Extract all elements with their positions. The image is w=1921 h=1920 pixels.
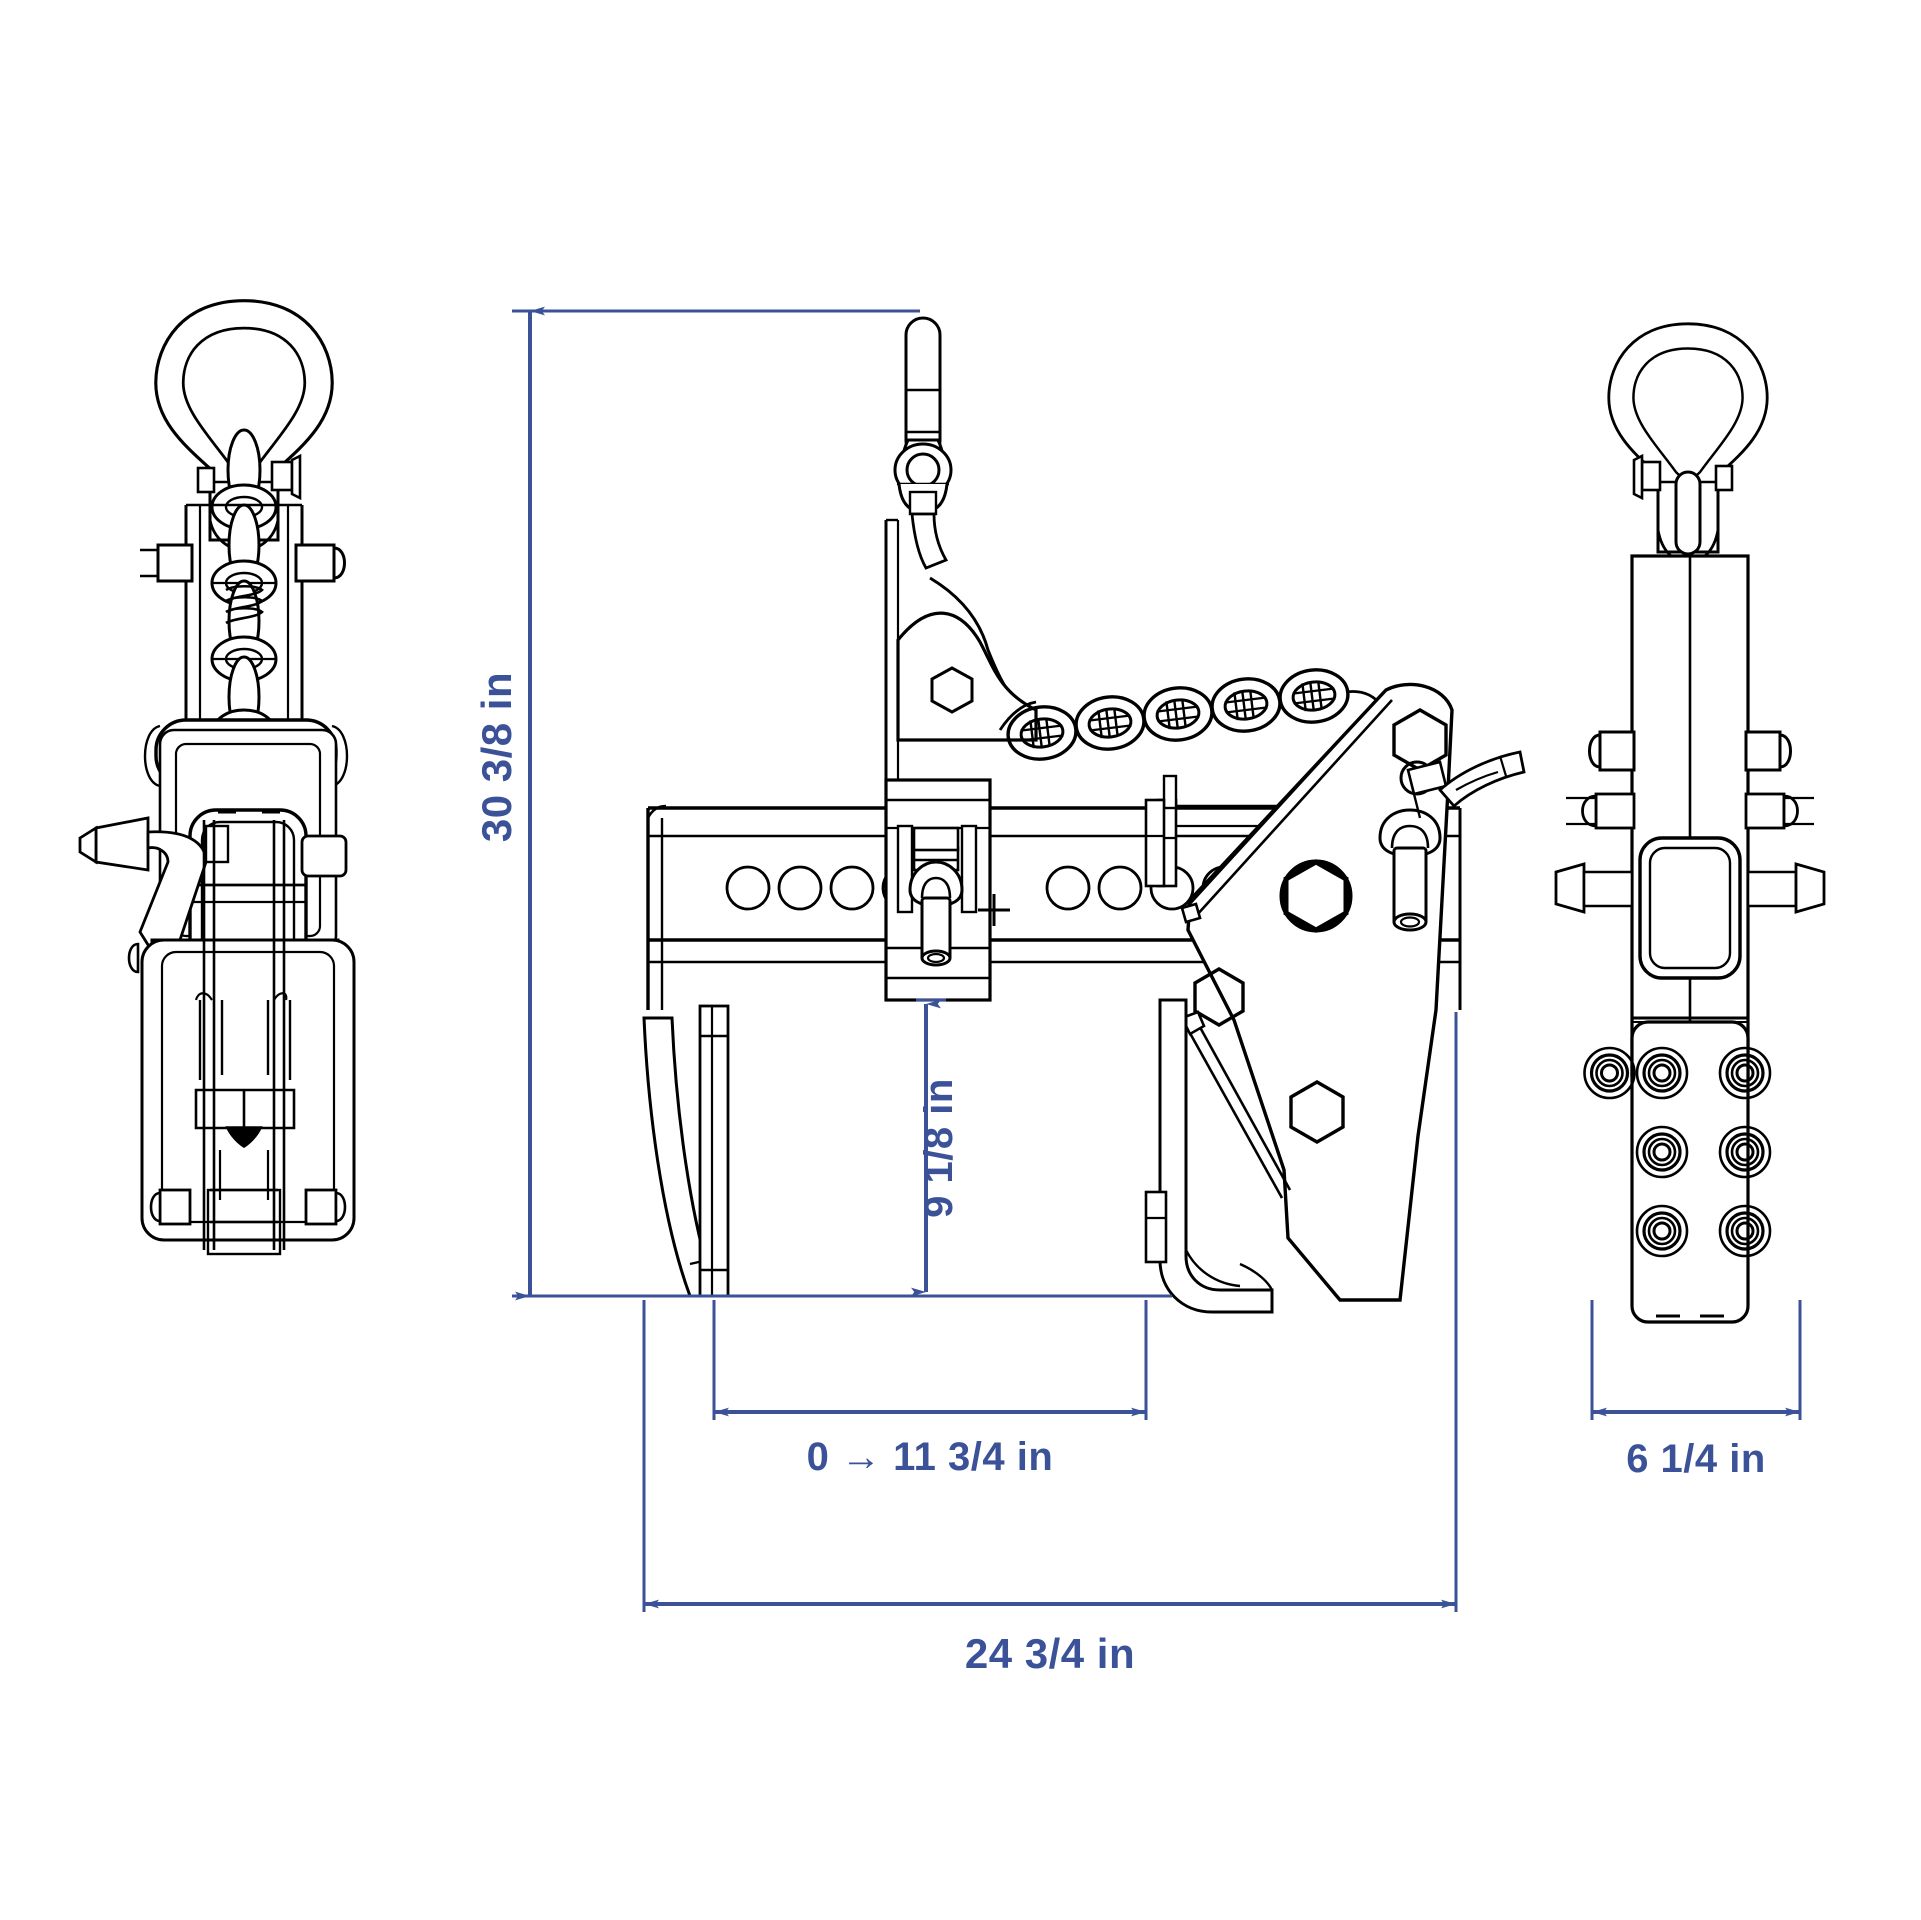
front-spring: [225, 584, 264, 625]
dim-label-length-overall: 24 3/4 in: [965, 1630, 1135, 1677]
side-locking-pin-block: [884, 778, 992, 1002]
dimension-jaw-depth: 9 1/8 in: [911, 998, 961, 1297]
end-mid-bolts: [1566, 792, 1814, 830]
end-shackle: [1632, 453, 1734, 564]
dim-label-width-overall: 6 1/4 in: [1626, 1437, 1766, 1481]
side-top-pin: [893, 316, 953, 570]
side-lever-arm: [1438, 750, 1526, 808]
side-right-post: [1144, 798, 1166, 888]
dimension-length-overall: 24 3/4 in: [642, 1012, 1458, 1677]
front-release-lever: [78, 816, 230, 950]
dim-label-opening-range: 0 → 11 3/4 in: [807, 1435, 1054, 1479]
dim-label-jaw-depth: 9 1/8 in: [917, 1078, 961, 1218]
end-view: [1554, 322, 1826, 1324]
front-view: [78, 299, 356, 1256]
end-upper-bolts: [1588, 730, 1792, 772]
front-vertical-blades: [202, 820, 286, 1250]
side-center-mark: [978, 894, 1010, 926]
dim-label-height-overall: 30 3/8 in: [473, 672, 520, 842]
end-body-column: [1630, 554, 1750, 1078]
dimension-width-overall: 6 1/4 in: [1590, 1300, 1802, 1481]
side-secondary-pin: [1378, 760, 1448, 932]
front-top-bolt: [140, 543, 346, 583]
side-lower-jaw: [1144, 998, 1274, 1314]
dimension-opening-range: 0 → 11 3/4 in: [712, 1300, 1148, 1479]
front-bottom-bolts: [149, 1188, 347, 1226]
front-chain: [210, 428, 278, 752]
side-view: [642, 316, 1526, 1314]
front-right-stub: [300, 834, 348, 878]
end-window-opening: [1638, 836, 1742, 980]
side-hook-plate: [884, 518, 1038, 800]
end-side-handles: [1554, 862, 1826, 914]
